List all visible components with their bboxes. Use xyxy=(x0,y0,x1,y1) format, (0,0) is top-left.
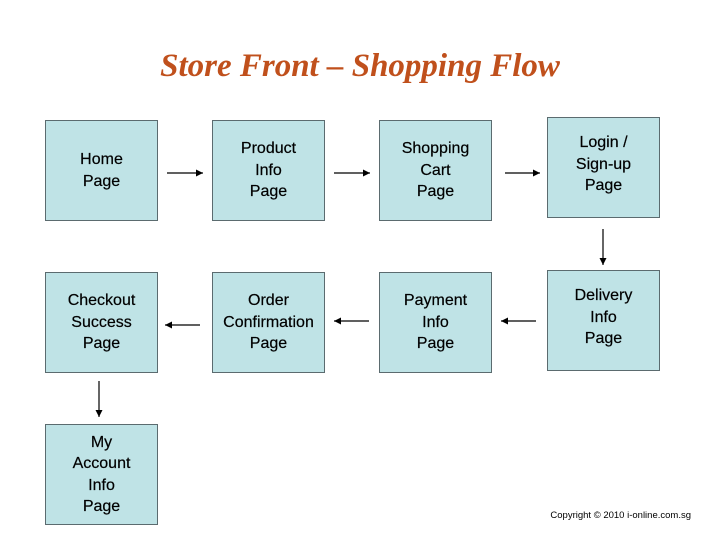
login-signup-page-label: Login / Sign-up Page xyxy=(575,134,632,195)
checkout-success-page-box: Checkout Success Page xyxy=(45,272,158,373)
home-page-label: Home Page xyxy=(80,151,123,190)
order-confirmation-page-label: Order Confirmation Page xyxy=(223,292,314,353)
product-info-page-box: Product Info Page xyxy=(212,120,325,221)
home-page-box: Home Page xyxy=(45,120,158,221)
shopping-cart-page-box: Shopping Cart Page xyxy=(379,120,492,221)
login-signup-page-box: Login / Sign-up Page xyxy=(547,117,660,218)
my-account-info-page-box: My Account Info Page xyxy=(45,424,158,525)
delivery-info-page-box: Delivery Info Page xyxy=(547,270,660,371)
order-confirmation-page-box: Order Confirmation Page xyxy=(212,272,325,373)
checkout-success-page-label: Checkout Success Page xyxy=(67,292,136,353)
product-info-page-label: Product Info Page xyxy=(240,140,297,201)
payment-info-page-box: Payment Info Page xyxy=(379,272,492,373)
payment-info-page-label: Payment Info Page xyxy=(403,292,468,353)
diagram-title: Store Front – Shopping Flow xyxy=(160,48,560,84)
copyright-notice: Copyright © 2010 i-online.com.sg xyxy=(550,510,691,521)
shopping-cart-page-label: Shopping Cart Page xyxy=(401,140,470,201)
delivery-info-page-label: Delivery Info Page xyxy=(574,287,633,348)
my-account-info-page-label: My Account Info Page xyxy=(72,433,131,515)
